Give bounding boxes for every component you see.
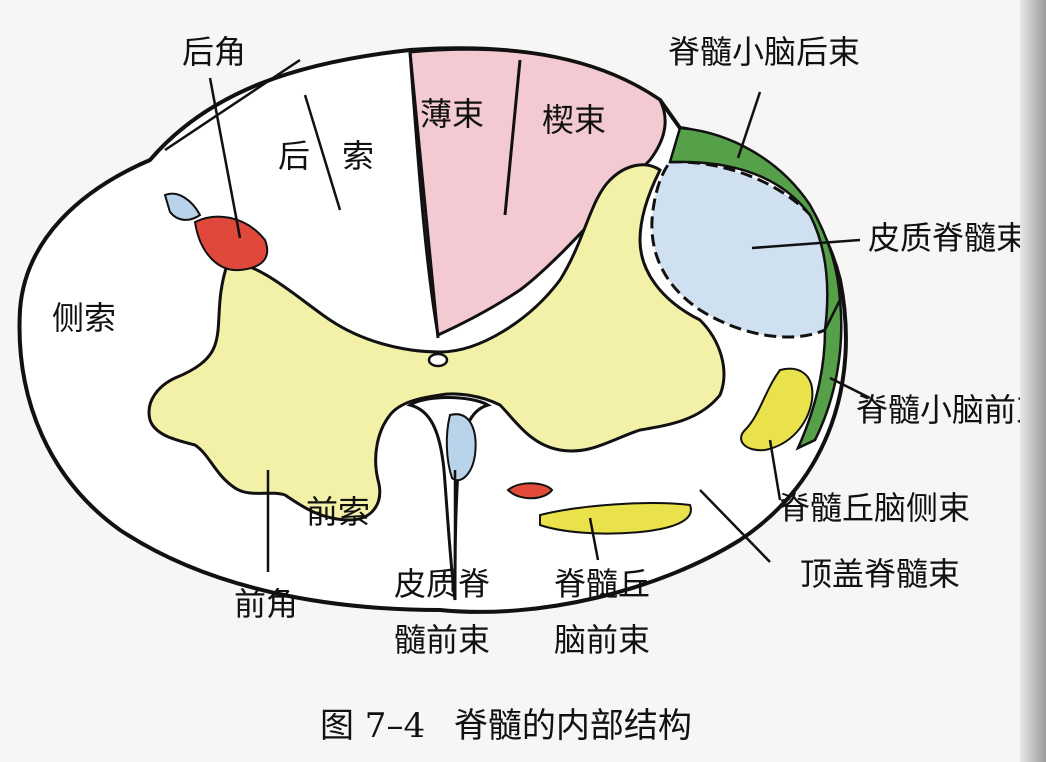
label-lateral-funiculus: 侧索 bbox=[52, 300, 116, 337]
label-anterior-funiculus: 前索 bbox=[306, 494, 370, 531]
label-fasciculus-cuneatus: 楔束 bbox=[542, 102, 606, 139]
label-posterior-horn: 后角 bbox=[182, 34, 246, 71]
label-posterior-spinocerebellar: 脊髓小脑后束 bbox=[668, 34, 860, 71]
label-posterior-funiculus-b: 索 bbox=[342, 138, 374, 175]
figure-title: 脊髓的内部结构 bbox=[454, 706, 692, 746]
label-fasciculus-gracilis: 薄束 bbox=[420, 96, 484, 133]
label-tectospinal: 顶盖脊髓束 bbox=[800, 556, 960, 593]
label-anterior-spinothalamic-line2: 脑前束 bbox=[554, 622, 650, 659]
figure-number: 图 7–4 bbox=[320, 706, 425, 746]
label-anterior-horn: 前角 bbox=[234, 586, 298, 623]
label-anterior-spinocerebellar: 脊髓小脑前束 bbox=[856, 392, 1046, 429]
label-anterior-corticospinal-line1: 皮质脊 bbox=[394, 566, 490, 603]
label-lateral-corticospinal: 皮质脊髓束 bbox=[868, 220, 1028, 257]
page-binding-edge bbox=[1020, 0, 1046, 762]
central-canal bbox=[429, 354, 447, 366]
label-anterior-corticospinal-line2: 髓前束 bbox=[394, 622, 490, 659]
label-posterior-funiculus-a: 后 bbox=[278, 138, 310, 175]
label-anterior-spinothalamic-line1: 脊髓丘 bbox=[554, 566, 650, 603]
anterior-corticospinal-tract bbox=[447, 414, 476, 480]
label-lateral-spinothalamic: 脊髓丘脑侧束 bbox=[778, 490, 970, 527]
figure-caption: 图 7–4 脊髓的内部结构 bbox=[320, 698, 710, 747]
